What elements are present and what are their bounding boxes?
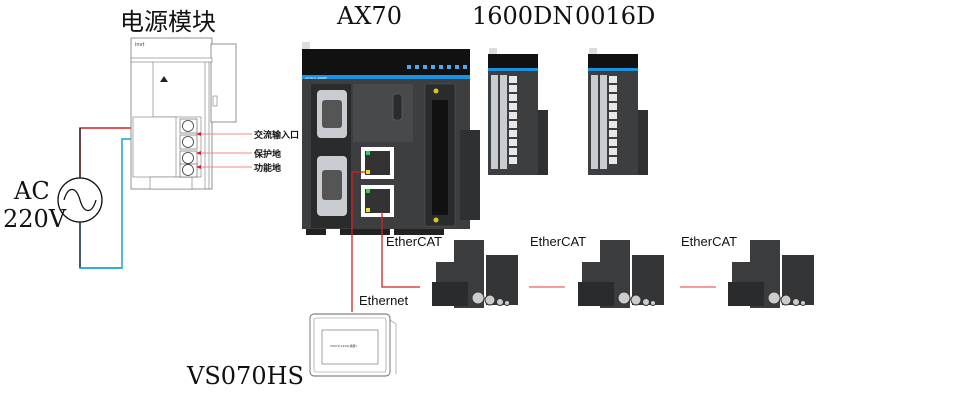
- servo-drive-group-3: [728, 240, 814, 308]
- io-module-0016d-image: [588, 48, 648, 175]
- terminal-label-ac-input: 交流输入口: [254, 131, 300, 141]
- servo-drive-group-1: [432, 240, 518, 308]
- ac-source-icon: [57, 177, 103, 223]
- terminal-label-functional-earth: 功能地: [254, 164, 282, 174]
- terminal-label-protective-earth: 保护地: [254, 150, 282, 160]
- cpu-module-image: [302, 42, 480, 235]
- ac-source-label-line1: AC: [14, 177, 50, 205]
- servo-drive-group-2: [578, 240, 664, 308]
- io-module-1600dn-image: [488, 48, 548, 175]
- ethercat-label-2: EtherCAT: [530, 234, 587, 249]
- terminal-block: [179, 118, 198, 178]
- hmi-label: VS070HS: [187, 362, 304, 390]
- power-module-brand: invt: [135, 42, 145, 48]
- power-module-image: [130, 37, 237, 190]
- cpu-module-label: AX70: [337, 2, 402, 30]
- ethercat-label-1: EtherCAT: [386, 234, 443, 249]
- ethercat-cable-cpu: [381, 212, 420, 288]
- hmi-image: [309, 313, 397, 377]
- ac-source-label-line2: 220V: [3, 205, 67, 233]
- ethernet-cable: [351, 171, 365, 312]
- ethernet-label: Ethernet: [359, 293, 409, 308]
- ethercat-label-3: EtherCAT: [681, 234, 738, 249]
- cpu-model-text: AX70-C-1608P: [305, 76, 327, 80]
- hmi-screen-text: VS070-1401(横屏): [330, 344, 357, 348]
- io-module-2-label: 0016D: [575, 2, 656, 30]
- io-module-1-label: 1600DN: [472, 2, 574, 30]
- power-module-label: 电源模块: [120, 8, 216, 36]
